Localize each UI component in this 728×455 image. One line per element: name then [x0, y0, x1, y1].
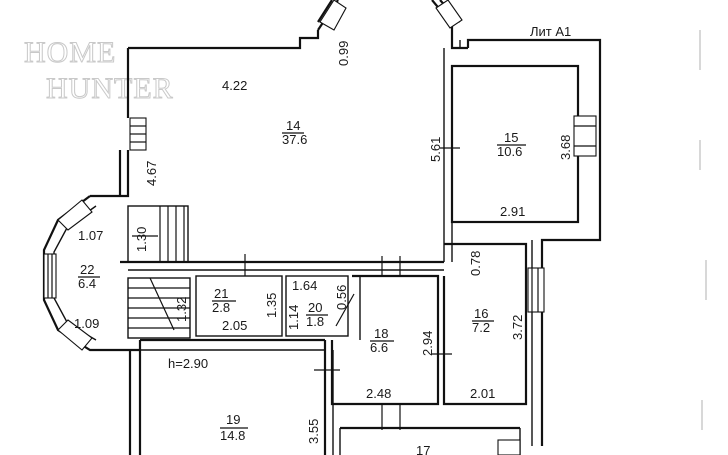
dim-1-14: 1.14 — [286, 305, 301, 330]
dim-4-22: 4.22 — [222, 78, 247, 93]
edge-marks — [699, 30, 707, 430]
room-20-area: 1.8 — [306, 314, 324, 329]
door-marks — [244, 147, 460, 430]
dim-2-94: 2.94 — [420, 331, 435, 356]
room-18-area: 6.6 — [370, 340, 388, 355]
dim-1-30: 1.30 — [134, 227, 149, 252]
dim-0-99: 0.99 — [336, 41, 351, 66]
room-18-number: 18 — [374, 326, 388, 341]
dim-1-64: 1.64 — [292, 278, 317, 293]
dim-3-72: 3.72 — [510, 315, 525, 340]
dim-2-48: 2.48 — [366, 386, 391, 401]
dim-1-32: 1.32 — [174, 297, 189, 322]
room-19-area: 14.8 — [220, 428, 245, 443]
room-21-area: 2.8 — [212, 300, 230, 315]
dim-2-91: 2.91 — [500, 204, 525, 219]
room-22-number: 22 — [80, 262, 94, 277]
dim-0-78: 0.78 — [468, 251, 483, 276]
dim-5-61: 5.61 — [428, 137, 443, 162]
dim-2-05: 2.05 — [222, 318, 247, 333]
room-16-number: 16 — [474, 306, 488, 321]
stairs — [128, 206, 190, 331]
room-15-number: 15 — [504, 130, 518, 145]
building-label: Лит А1 — [530, 24, 571, 39]
dim-3-68: 3.68 — [558, 135, 573, 160]
dim-1-09: 1.09 — [74, 316, 99, 331]
room-20-number: 20 — [308, 300, 322, 315]
room-14-number: 14 — [286, 118, 300, 133]
dim-2-01: 2.01 — [470, 386, 495, 401]
dim-4-67: 4.67 — [144, 161, 159, 186]
room-17-number: 17 — [416, 443, 430, 455]
watermark-line2: HUNTER — [46, 72, 174, 105]
room-22-area: 6.4 — [78, 276, 96, 291]
exterior-walls — [42, 0, 602, 455]
dim-1-35: 1.35 — [264, 293, 279, 318]
room-14-area: 37.6 — [282, 132, 307, 147]
room-15-area: 10.6 — [497, 144, 522, 159]
dim-3-55: 3.55 — [306, 419, 321, 444]
height-note: h=2.90 — [168, 356, 208, 371]
room-21-number: 21 — [214, 286, 228, 301]
windows — [43, 0, 597, 455]
dim-1-07: 1.07 — [78, 228, 103, 243]
room-19-number: 19 — [226, 412, 240, 427]
watermark: HOME HUNTER — [24, 36, 174, 106]
dim-0-56: 0.56 — [334, 285, 349, 310]
room-16-area: 7.2 — [472, 320, 490, 335]
interior-walls — [120, 48, 528, 455]
dimension-labels: 4.22 0.99 5.61 3.68 2.91 4.67 1.30 1.07 … — [74, 41, 573, 444]
room-labels: 14 37.6 15 10.6 16 7.2 17 18 6.6 19 14.8… — [78, 118, 526, 455]
watermark-line1: HOME — [24, 36, 116, 69]
